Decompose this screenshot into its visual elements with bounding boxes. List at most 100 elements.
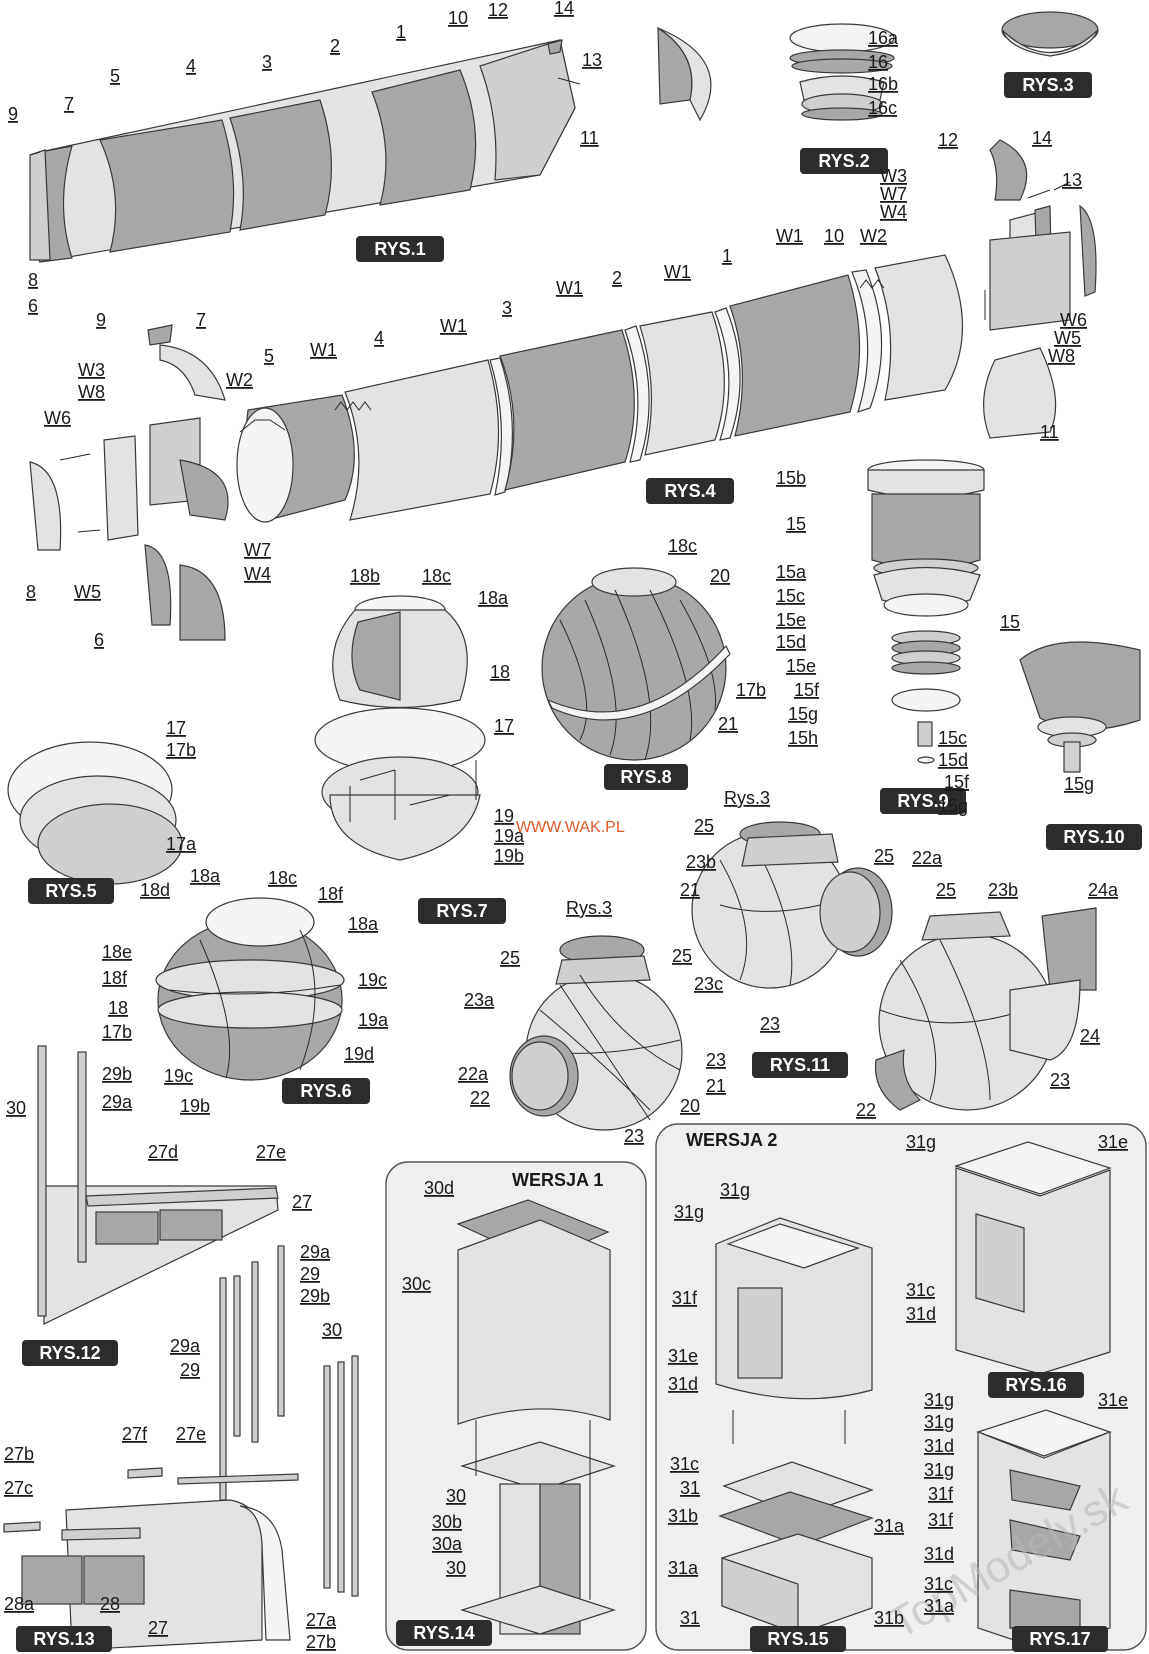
part-label-r_sphere3-0: 25 <box>936 880 956 900</box>
part-label-r4-24: W8 <box>78 382 105 402</box>
badge-rys6: RYS.6 <box>282 1078 370 1104</box>
part-label-r13-4: 29 <box>180 1360 200 1380</box>
part-label-r4-4: W4 <box>880 202 907 222</box>
rys9-stack <box>867 459 985 764</box>
part-label-r17-9: 31a <box>924 1596 955 1616</box>
rys14-pillar <box>456 1199 616 1635</box>
part-label-r13-5: 30 <box>322 1320 342 1340</box>
part-label-r13-3: 29a <box>170 1336 201 1356</box>
part-label-r1-5: 2 <box>330 36 340 56</box>
part-label-r1-2: 5 <box>110 66 120 86</box>
part-label-r4-17: W6 <box>1060 310 1087 330</box>
part-label-r9-7: 15f <box>794 680 820 700</box>
part-label-r4-0: 12 <box>938 130 958 150</box>
part-label-r12-5: 27 <box>292 1192 312 1212</box>
part-label-r6-12: 19c <box>164 1066 193 1086</box>
part-label-r15-7: 31b <box>668 1506 698 1526</box>
part-label-r_sphere2-5: 23 <box>706 1050 726 1070</box>
svg-text:RYS.14: RYS.14 <box>413 1623 474 1643</box>
part-label-r14-4: 30a <box>432 1534 463 1554</box>
part-label-r1-6: 1 <box>396 22 406 42</box>
part-label-r4-12: W1 <box>556 278 583 298</box>
part-label-r15-3: 31e <box>668 1346 698 1366</box>
part-label-r9-3: 15c <box>776 586 805 606</box>
part-label-r7-5: 19 <box>494 806 514 826</box>
part-label-r15-10: 31 <box>680 1608 700 1628</box>
rys2-rings <box>789 23 895 121</box>
part-label-r1-13: 6 <box>28 296 38 316</box>
part-label-r_sphere2-6: 22a <box>458 1064 489 1084</box>
badge-rys16: RYS.16 <box>988 1372 1084 1398</box>
part-label-r14-2: 30 <box>446 1486 466 1506</box>
part-label-r17-1: 31e <box>1098 1390 1128 1410</box>
part-label-r_sphere2-10: 23 <box>624 1126 644 1146</box>
part-label-r16-0: 31g <box>906 1132 936 1152</box>
part-label-r8-0: 18c <box>668 536 697 556</box>
part-label-r7-3: 18 <box>490 662 510 682</box>
part-label-r4-20: 11 <box>1040 422 1059 442</box>
wersja-2-title: WERSJA 2 <box>686 1130 777 1150</box>
part-label-r15-11: 31b <box>874 1608 904 1628</box>
part-label-r_sphere2-9: 20 <box>680 1096 700 1116</box>
part-label-r4-10: W1 <box>664 262 691 282</box>
svg-text:RYS.2: RYS.2 <box>818 151 869 171</box>
part-label-r12-1: 30 <box>6 1098 26 1118</box>
part-label-r4-28: W7 <box>244 540 271 560</box>
part-label-r6-8: 19c <box>358 970 387 990</box>
svg-text:RYS.16: RYS.16 <box>1005 1375 1066 1395</box>
part-label-r4-8: W2 <box>860 226 887 246</box>
part-label-r4-32: 6 <box>94 630 104 650</box>
part-label-r_sphere2-1: 25 <box>500 948 520 968</box>
part-label-r13-6: 27f <box>122 1424 148 1444</box>
part-label-r1-8: 12 <box>488 0 508 20</box>
badge-rys1: RYS.1 <box>356 236 444 262</box>
part-label-r13-13: 27a <box>306 1610 337 1630</box>
part-label-r7-2: 18a <box>478 588 509 608</box>
part-label-r2-2: 16b <box>868 74 898 94</box>
part-label-r10-2: 15d <box>938 750 968 770</box>
figure-badges: RYS.1 RYS.2 RYS.3 RYS.4 RYS.5 RYS.6 RYS.… <box>16 72 1142 1652</box>
part-label-r11-4: 23b <box>686 852 716 872</box>
part-label-r15-4: 31d <box>668 1374 698 1394</box>
part-label-r17-8: 31c <box>924 1574 953 1594</box>
part-label-r4-1: 14 <box>1032 128 1052 148</box>
part-label-r15-8: 31a <box>874 1516 905 1536</box>
badge-rys17: RYS.17 <box>1012 1626 1108 1652</box>
part-label-r5-1: 17b <box>166 740 196 760</box>
part-label-r4-2: W3 <box>880 166 907 186</box>
rys12-spar-assembly <box>37 1045 279 1325</box>
badge-rys14: RYS.14 <box>396 1620 492 1646</box>
svg-text:RYS.12: RYS.12 <box>39 1343 100 1363</box>
part-label-r15-1: 31g <box>674 1202 704 1222</box>
part-label-r6-1: 18a <box>190 866 221 886</box>
part-label-r6-11: 19d <box>344 1044 374 1064</box>
part-label-r9-9: 15h <box>788 728 818 748</box>
part-label-r11-2: 25 <box>874 846 894 866</box>
part-label-r2-0: 16a <box>868 28 899 48</box>
part-label-r4-27: W6 <box>44 408 71 428</box>
badge-rys11: RYS.11 <box>752 1052 848 1078</box>
part-label-r6-7: 18 <box>108 998 128 1018</box>
part-label-r8-3: 21 <box>718 714 738 734</box>
part-label-r5-2: 17a <box>166 834 197 854</box>
part-label-r7-4: 17 <box>494 716 514 736</box>
part-label-r17-6: 31f <box>928 1510 954 1530</box>
part-label-r13-11: 28 <box>100 1594 120 1614</box>
badge-rys3: RYS.3 <box>1004 72 1092 98</box>
part-label-r11-1: 25 <box>694 816 714 836</box>
part-label-r_sphere3-4: 23 <box>1050 1070 1070 1090</box>
part-label-r11-6: 23 <box>760 1014 780 1034</box>
part-label-r15-0: 31g <box>720 1180 750 1200</box>
part-label-r2-3: 16c <box>868 98 897 118</box>
part-label-r10-4: 15g <box>938 796 968 816</box>
part-label-r4-29: W4 <box>244 564 271 584</box>
part-label-r13-12: 27 <box>148 1618 168 1638</box>
part-label-r_sphere2-2: 25 <box>672 946 692 966</box>
part-label-r4-16: W1 <box>310 340 337 360</box>
part-label-r6-3: 18f <box>318 884 344 904</box>
part-label-r8-1: 20 <box>710 566 730 586</box>
part-label-r_sphere3-1: 23b <box>988 880 1018 900</box>
part-label-r12-3: 27d <box>148 1142 178 1162</box>
part-label-r6-5: 18e <box>102 942 132 962</box>
